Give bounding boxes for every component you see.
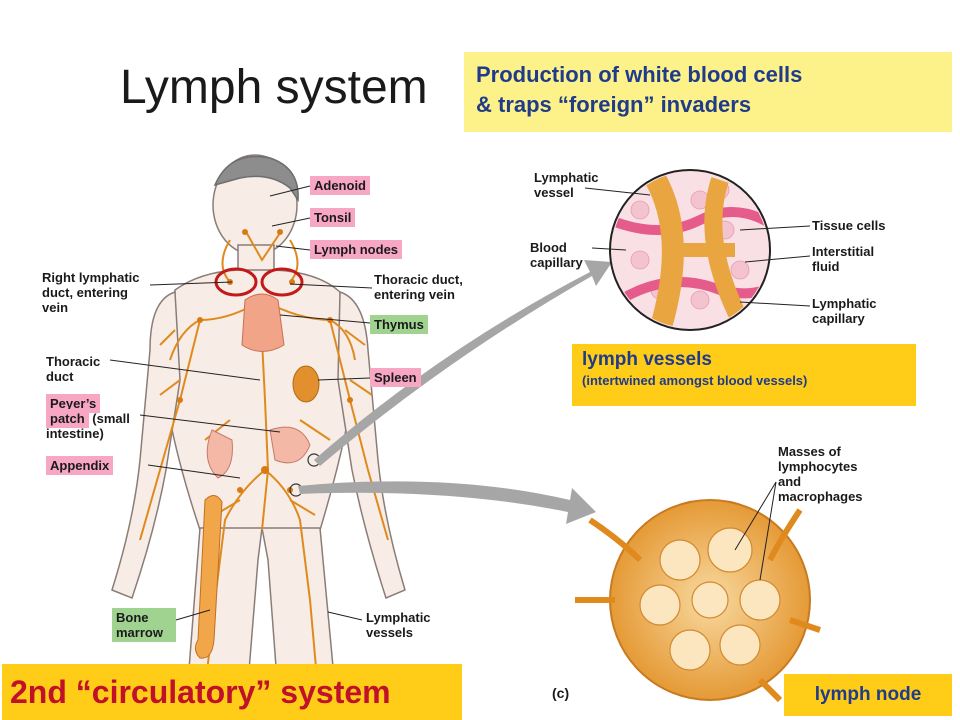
- label-line: Thoracic duct,: [374, 272, 463, 287]
- label-line: capillary: [530, 255, 583, 270]
- page-title: Lymph system: [120, 61, 428, 114]
- leader-lines: [109, 185, 373, 621]
- bone-marrow-bone: [194, 495, 223, 659]
- label-peyers-patch: Peyer’s patch (small intestine): [46, 394, 130, 441]
- label-line: Interstitial: [812, 244, 875, 259]
- label-line: lymphocytes: [778, 459, 858, 474]
- label-blood-capillary: Blood capillary: [530, 240, 583, 270]
- function-note: Production of white blood cells & traps …: [464, 52, 952, 132]
- label-line: patch: [46, 409, 89, 428]
- label-adenoid: Adenoid: [310, 176, 370, 195]
- label-appendix: Appendix: [46, 456, 114, 475]
- thymus-organ: [241, 293, 285, 352]
- label-lymphatic-vessels: Lymphatic vessels: [366, 610, 431, 640]
- label-line: fluid: [812, 259, 840, 274]
- label-line: intestine): [46, 426, 104, 441]
- label-line: (small: [92, 411, 130, 426]
- label-thoracic-duct: Thoracic duct: [46, 354, 100, 384]
- label-bone-marrow: Bone marrow: [112, 608, 176, 642]
- label-line: capillary: [812, 311, 865, 326]
- label-line: Blood: [530, 240, 567, 255]
- label-line: macrophages: [778, 489, 863, 504]
- label-thoracic-duct-entering: Thoracic duct, entering vein: [374, 272, 463, 302]
- label-lymphatic-vessel: Lymphatic vessel: [534, 170, 599, 200]
- function-note-line2: & traps “foreign” invaders: [476, 92, 752, 117]
- label-line: vein: [42, 300, 69, 315]
- spleen-organ: [292, 365, 320, 403]
- label-line: vessel: [534, 185, 574, 200]
- label-line: vessels: [366, 625, 413, 640]
- label-line: Lymphatic: [534, 170, 599, 185]
- label-line: and: [778, 474, 802, 489]
- vessels-caption-sub: (intertwined amongst blood vessels): [582, 373, 808, 388]
- label-line: duct: [46, 369, 74, 384]
- panel-letter: (c): [552, 685, 570, 701]
- vessel-micrograph: [584, 169, 811, 331]
- intestine-organ: [206, 426, 311, 479]
- label-line: Lymphatic: [812, 296, 877, 311]
- label-line: Bone: [116, 610, 149, 625]
- label-lymphatic-capillary: Lymphatic capillary: [812, 296, 877, 326]
- label-lymph-nodes: Lymph nodes: [310, 240, 403, 259]
- label-line: marrow: [116, 625, 163, 640]
- label-masses-of-lymphocytes: Masses of lymphocytes and macrophages: [778, 444, 863, 504]
- label-line: entering vein: [374, 287, 455, 302]
- arrow-to-vessels: [314, 260, 612, 466]
- label-line: Masses of: [778, 444, 841, 459]
- label-tonsil: Tonsil: [310, 208, 356, 227]
- circulatory-caption: 2nd “circulatory” system: [2, 664, 462, 720]
- label-line: Lymphatic: [366, 610, 431, 625]
- right-duct-marker: [214, 267, 258, 297]
- label-right-lymphatic-duct: Right lymphatic duct, entering vein: [42, 270, 140, 315]
- label-line: Peyer’s: [46, 394, 101, 413]
- vessels-caption: lymph vessels (intertwined amongst blood…: [572, 344, 916, 406]
- arrow-to-node: [298, 481, 596, 524]
- label-interstitial-fluid: Interstitial fluid: [812, 244, 874, 274]
- label-line: duct, entering: [42, 285, 128, 300]
- vessels-caption-main: lymph vessels: [582, 349, 712, 370]
- label-line: Thoracic: [46, 354, 101, 369]
- lymph-node-caption: lymph node: [784, 674, 952, 716]
- label-tissue-cells: Tissue cells: [812, 218, 886, 233]
- label-spleen: Spleen: [370, 368, 421, 387]
- label-thymus: Thymus: [370, 315, 428, 334]
- label-line: Right lymphatic: [42, 270, 140, 285]
- node-illustration: [575, 481, 821, 703]
- thoracic-duct-marker: [260, 267, 304, 297]
- function-note-line1: Production of white blood cells: [476, 62, 803, 87]
